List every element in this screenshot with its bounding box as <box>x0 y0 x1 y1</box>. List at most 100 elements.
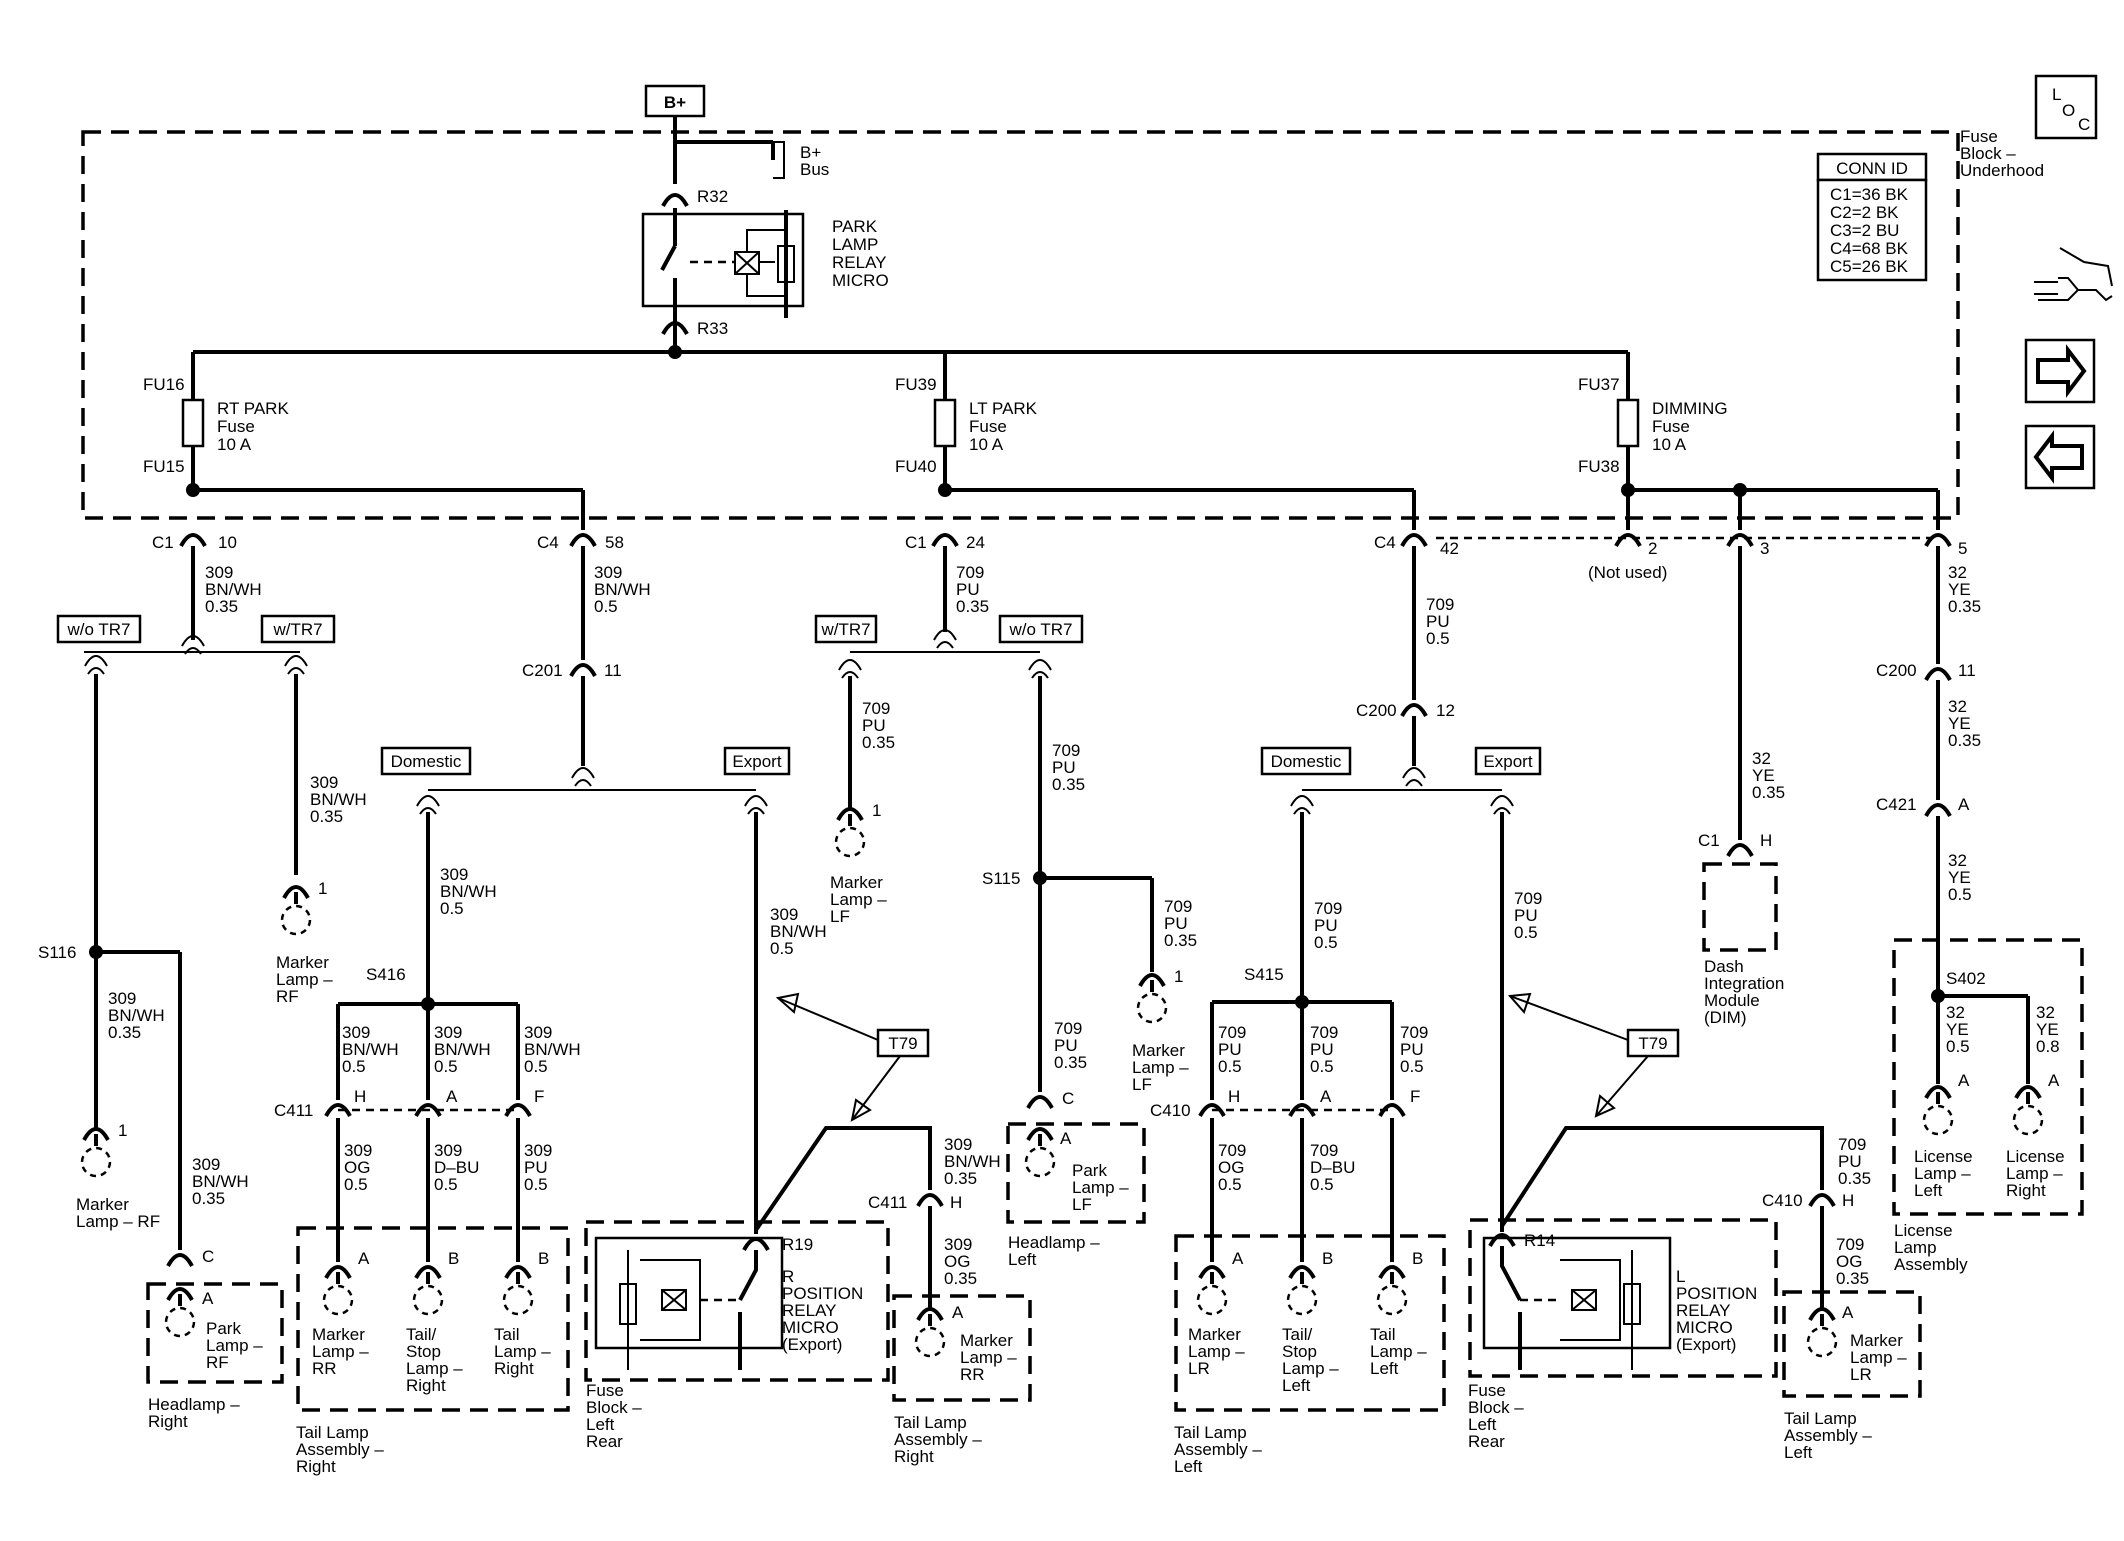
pin-10: 10 <box>218 533 237 552</box>
relay-label: RELAY <box>832 253 887 272</box>
pin-a: A <box>1060 1129 1072 1148</box>
component-label: Assembly – <box>1174 1440 1262 1459</box>
connector-terminal <box>1400 703 1428 718</box>
conn-c4: C4 <box>1374 533 1396 552</box>
wire-label: 709 <box>1054 1019 1082 1038</box>
wire-label: BN/WH <box>342 1040 399 1059</box>
wire-label: 309 <box>205 563 233 582</box>
connector-terminal <box>1288 1103 1316 1118</box>
connector-terminal <box>1400 533 1428 548</box>
wire-label: 0.5 <box>1218 1057 1242 1076</box>
pin-b: B <box>1412 1249 1423 1268</box>
inline-connector <box>1290 795 1314 807</box>
pin-5: 5 <box>1958 539 1967 558</box>
inline-connector <box>284 655 308 667</box>
wire <box>1571 1289 1597 1311</box>
wire-label: BN/WH <box>944 1152 1001 1171</box>
conn-c411: C411 <box>274 1101 313 1120</box>
pin-b: B <box>1322 1249 1333 1268</box>
pin-3: 3 <box>1760 539 1769 558</box>
marker-lamp-rr <box>892 1294 1032 1402</box>
fuse-bottom-label: FU38 <box>1578 457 1620 476</box>
component-label: Left <box>1282 1376 1311 1395</box>
component-label: (DIM) <box>1704 1008 1746 1027</box>
wire-label: 309 <box>434 1023 462 1042</box>
wire <box>734 251 760 275</box>
connector-terminal <box>836 807 864 822</box>
connector-terminal <box>931 533 959 548</box>
wire-label: 709 <box>956 563 984 582</box>
conn-c410: C410 <box>1150 1101 1191 1120</box>
component-label: Park <box>1072 1161 1107 1180</box>
wire-label: 309 <box>344 1141 372 1160</box>
component-label: License <box>1894 1221 1953 1240</box>
info-connector-icon <box>2034 277 2113 302</box>
wire-label: 309 <box>192 1155 220 1174</box>
pin-b: B <box>538 1249 549 1268</box>
inline-connector <box>87 667 105 675</box>
relay-resistor <box>1623 1283 1641 1325</box>
component-label: Lamp – <box>276 970 333 989</box>
option-t79-label: T79 <box>1638 1034 1667 1053</box>
component-label: Headlamp – <box>148 1395 240 1414</box>
component-label: Marker <box>312 1325 365 1344</box>
wire-label: 0.35 <box>1948 597 1981 616</box>
connector-terminal <box>1924 803 1952 818</box>
wire-label: BN/WH <box>192 1172 249 1191</box>
option-export <box>1474 746 1542 776</box>
lamp-icon <box>322 1284 354 1316</box>
pin-a: A <box>1958 1071 1970 1090</box>
loc-c: C <box>2078 115 2090 134</box>
lamp-icon <box>914 1326 946 1358</box>
wire-label: YE <box>1946 1020 1969 1039</box>
loc-o: O <box>2062 101 2075 120</box>
wire-label: BN/WH <box>524 1040 581 1059</box>
connector-terminal <box>1726 533 1754 548</box>
component-label: RR <box>312 1359 337 1378</box>
component-label: Right <box>406 1376 446 1395</box>
connector-terminal <box>504 1103 532 1118</box>
wire-label: D–BU <box>434 1158 479 1177</box>
wire-label: YE <box>1948 714 1971 733</box>
connector-terminal <box>661 193 689 208</box>
relay-label: POSITION <box>782 1284 863 1303</box>
pointer <box>851 1055 901 1121</box>
pin-1: 1 <box>1174 967 1183 986</box>
conn-id-row: C1=36 BK <box>1830 185 1909 204</box>
fuse-bottom-label: FU40 <box>895 457 937 476</box>
pointer-head <box>850 1098 872 1122</box>
fuse-bottom-label: FU15 <box>143 457 185 476</box>
component-label: Stop <box>406 1342 441 1361</box>
component-label: Lamp – <box>1282 1359 1339 1378</box>
fuse-0 <box>181 398 205 448</box>
connector-terminal <box>504 1265 532 1280</box>
lamp-icon <box>412 1284 444 1316</box>
wire-label: PU <box>1426 612 1450 631</box>
wire-label: 0.35 <box>1164 931 1197 950</box>
pointer-head <box>1507 992 1532 1014</box>
pointer <box>1595 1055 1649 1117</box>
forward-arrow-icon[interactable] <box>2036 344 2087 398</box>
component-label: Right <box>2006 1181 2046 1200</box>
lamp-icon <box>2012 1104 2044 1136</box>
conn-c410: C410 <box>1762 1191 1803 1210</box>
conn-id-header <box>1816 152 1928 182</box>
back-arrow-icon[interactable] <box>2033 430 2084 484</box>
option-export <box>723 746 791 776</box>
component-label: Tail Lamp <box>894 1413 967 1432</box>
wire-label: 0.5 <box>1400 1057 1424 1076</box>
option-w-tr7 <box>814 614 878 644</box>
component-label: Lamp – RF <box>76 1212 160 1231</box>
wire-label: PU <box>1164 914 1188 933</box>
component-label: Right <box>296 1457 336 1476</box>
option-wo-tr7-label: w/o TR7 <box>1009 620 1073 639</box>
headlamp-left <box>1006 1122 1146 1224</box>
lamp-icon <box>1806 1326 1838 1358</box>
component-label: Lamp – <box>1188 1342 1245 1361</box>
inline-connector <box>744 795 768 807</box>
wire-label: 0.35 <box>192 1189 225 1208</box>
wire-label: 32 <box>1946 1003 1965 1022</box>
option-t79-label: T79 <box>888 1034 917 1053</box>
component-label: Assembly <box>1894 1255 1968 1274</box>
